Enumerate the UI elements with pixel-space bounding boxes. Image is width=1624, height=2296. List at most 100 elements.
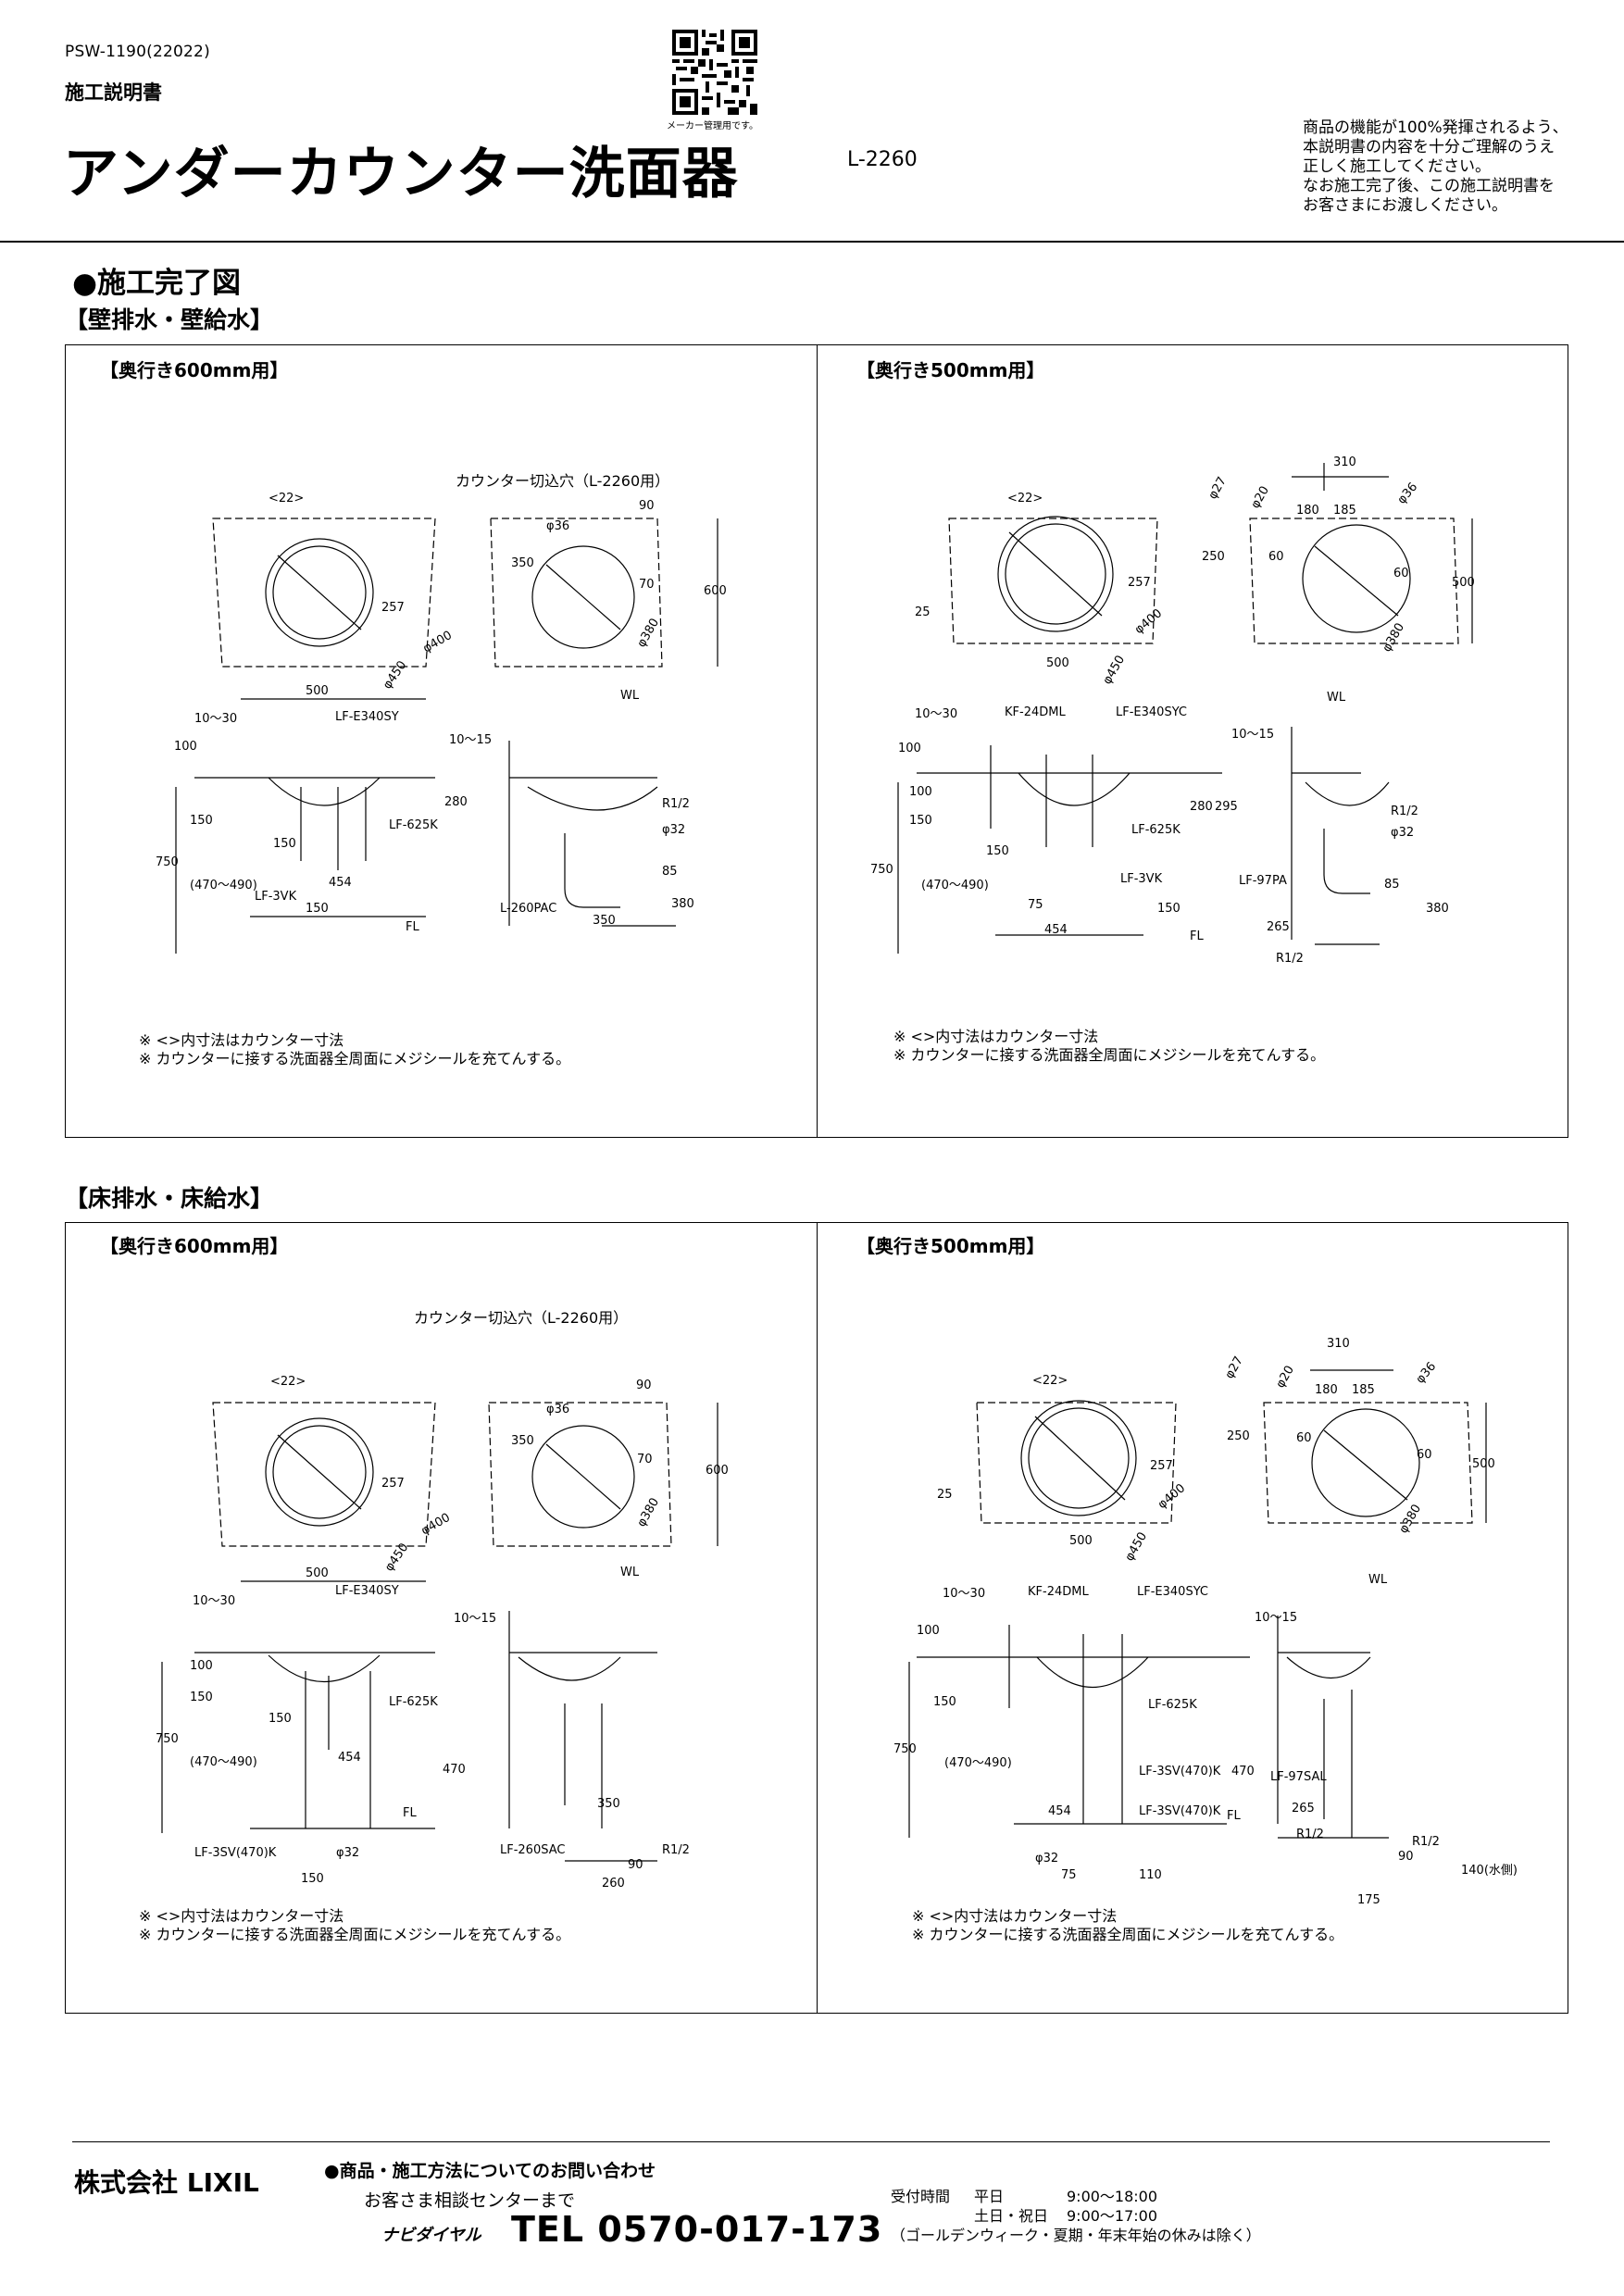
dim-label: FL bbox=[1227, 1809, 1241, 1823]
dim-label: φ400 bbox=[1132, 606, 1165, 637]
dim-label: 454 bbox=[1048, 1804, 1071, 1818]
dim-label: (470〜490) bbox=[944, 1756, 1012, 1770]
drawing-wall-500: <22> 310 φ27 φ20 180 185 φ36 250 60 60 2… bbox=[870, 455, 1475, 966]
dim-label: 265 bbox=[1267, 920, 1290, 934]
dim-label: R1/2 bbox=[1412, 1835, 1440, 1849]
dim-label: 470 bbox=[1231, 1765, 1255, 1778]
dim-label: 60 bbox=[1417, 1448, 1432, 1462]
dim-label: 10〜15 bbox=[454, 1612, 496, 1626]
dim-label: L-260PAC bbox=[500, 902, 556, 916]
dim-label: φ20 bbox=[1248, 484, 1272, 511]
dim-label: φ450 bbox=[381, 658, 409, 692]
dim-label: 150 bbox=[306, 902, 329, 916]
panel-title: 【奥行き500mm用】 bbox=[856, 359, 1045, 381]
navi-dial-label: ナビダイヤル bbox=[381, 2226, 481, 2245]
dim-label: WL bbox=[620, 689, 640, 703]
dim-label: 75 bbox=[1061, 1868, 1077, 1882]
model-number: L-2260 bbox=[847, 148, 918, 171]
dim-label: φ20 bbox=[1273, 1364, 1297, 1391]
document-code: PSW-1190(22022) bbox=[65, 43, 210, 61]
dim-label: 150 bbox=[1157, 902, 1181, 916]
dim-label: 25 bbox=[915, 605, 931, 619]
dim-label: φ400 bbox=[421, 629, 455, 656]
hours-time: 9:00〜17:00 bbox=[1067, 2207, 1158, 2225]
dim-label: R1/2 bbox=[1296, 1828, 1324, 1841]
dim-label: φ450 bbox=[1122, 1530, 1150, 1564]
dim-label: 90 bbox=[1398, 1850, 1414, 1864]
dim-label: 600 bbox=[704, 584, 727, 598]
dim-label: 85 bbox=[662, 865, 678, 879]
drawing-floor-500: <22> 310 φ27 φ20 180 185 φ36 250 60 60 2… bbox=[893, 1337, 1518, 1907]
notes: ※ <>内寸法はカウンター寸法 ※ カウンターに接する洗面器全周面にメジシールを… bbox=[893, 1028, 1325, 1065]
dim-label: R1/2 bbox=[1391, 805, 1418, 818]
dim-label: 250 bbox=[1227, 1429, 1250, 1443]
dim-label: φ32 bbox=[1035, 1852, 1058, 1866]
dim-label: 100 bbox=[917, 1624, 940, 1638]
dim-label: 280 bbox=[444, 795, 468, 809]
dim-label: φ380 bbox=[1396, 1503, 1424, 1536]
note-line: ※ カウンターに接する洗面器全周面にメジシールを充てんする。 bbox=[912, 1926, 1344, 1943]
dim-label: 454 bbox=[329, 876, 352, 890]
support-center: お客さま相談センターまで bbox=[364, 2190, 576, 2211]
footer-divider bbox=[72, 2141, 1550, 2142]
qr-caption: メーカー管理用です。 bbox=[667, 121, 758, 131]
dim-label: 90 bbox=[636, 1379, 652, 1392]
hours-day: 平日 bbox=[974, 2188, 1005, 2205]
dim-label: 25 bbox=[937, 1488, 953, 1502]
dim-label: 60 bbox=[1268, 550, 1284, 564]
dim-label: 500 bbox=[1046, 656, 1069, 670]
dim-label: 10〜30 bbox=[193, 1594, 235, 1608]
dim-label: 454 bbox=[338, 1751, 361, 1765]
header-divider bbox=[0, 241, 1624, 243]
hours-time: 9:00〜18:00 bbox=[1067, 2188, 1158, 2205]
notice-line: 正しく施工してください。 bbox=[1303, 157, 1491, 176]
dim-label: LF-3SV(470)K bbox=[1139, 1765, 1221, 1778]
dim-label: (470〜490) bbox=[190, 1755, 257, 1769]
dim-label: 150 bbox=[190, 814, 213, 828]
dim-label: LF-3SV(470)K bbox=[194, 1846, 277, 1860]
dim-label: 750 bbox=[893, 1742, 917, 1756]
panel-title: 【奥行き500mm用】 bbox=[856, 1235, 1045, 1257]
dim-label: 185 bbox=[1352, 1383, 1375, 1397]
dim-label: LF-625K bbox=[1148, 1698, 1197, 1712]
dim-label: 600 bbox=[706, 1464, 729, 1478]
dim-label: 100 bbox=[174, 740, 197, 754]
dim-label: LF-97SAL bbox=[1270, 1770, 1327, 1784]
dim-label: 10〜15 bbox=[1231, 728, 1274, 742]
dim-label: 750 bbox=[156, 1732, 179, 1746]
dim-label: 257 bbox=[1150, 1459, 1173, 1473]
dim-label: <22> bbox=[1032, 1374, 1068, 1388]
dim-label: LF-625K bbox=[389, 1695, 438, 1709]
dim-label: <22> bbox=[270, 1375, 306, 1389]
dim-label: 750 bbox=[870, 863, 893, 877]
notes: ※ <>内寸法はカウンター寸法 ※ カウンターに接する洗面器全周面にメジシールを… bbox=[139, 1907, 570, 1944]
dim-label: 500 bbox=[1452, 576, 1475, 590]
panel-divider bbox=[817, 1222, 818, 2014]
dim-label: 500 bbox=[1472, 1457, 1495, 1471]
dim-label: 90 bbox=[628, 1858, 643, 1872]
dim-label: 250 bbox=[1202, 550, 1225, 564]
dim-label: 750 bbox=[156, 855, 179, 869]
dim-label: φ380 bbox=[634, 617, 662, 650]
dim-label: FL bbox=[1190, 930, 1204, 943]
dim-label: 150 bbox=[190, 1691, 213, 1704]
dim-label: 175 bbox=[1357, 1893, 1380, 1907]
panel-divider bbox=[817, 344, 818, 1138]
dim-label: WL bbox=[620, 1566, 640, 1579]
dim-label: 454 bbox=[1044, 923, 1068, 937]
dim-label: LF-E340SY bbox=[335, 710, 399, 724]
group-title-wall: 【壁排水・壁給水】 bbox=[65, 306, 274, 333]
dim-label: 90 bbox=[639, 499, 655, 513]
dim-label: 350 bbox=[597, 1797, 620, 1811]
dim-label: φ380 bbox=[1380, 621, 1407, 655]
dim-label: (470〜490) bbox=[190, 879, 257, 892]
cutout-title: カウンター切込穴（L-2260用） bbox=[414, 1309, 629, 1327]
dim-label: 295 bbox=[1215, 800, 1238, 814]
dim-label: φ27 bbox=[1222, 1354, 1246, 1381]
qr-code-image bbox=[672, 30, 757, 115]
dim-label: 150 bbox=[269, 1712, 292, 1726]
dim-label: 140(水側) bbox=[1461, 1864, 1518, 1878]
dim-label: 85 bbox=[1384, 878, 1400, 892]
